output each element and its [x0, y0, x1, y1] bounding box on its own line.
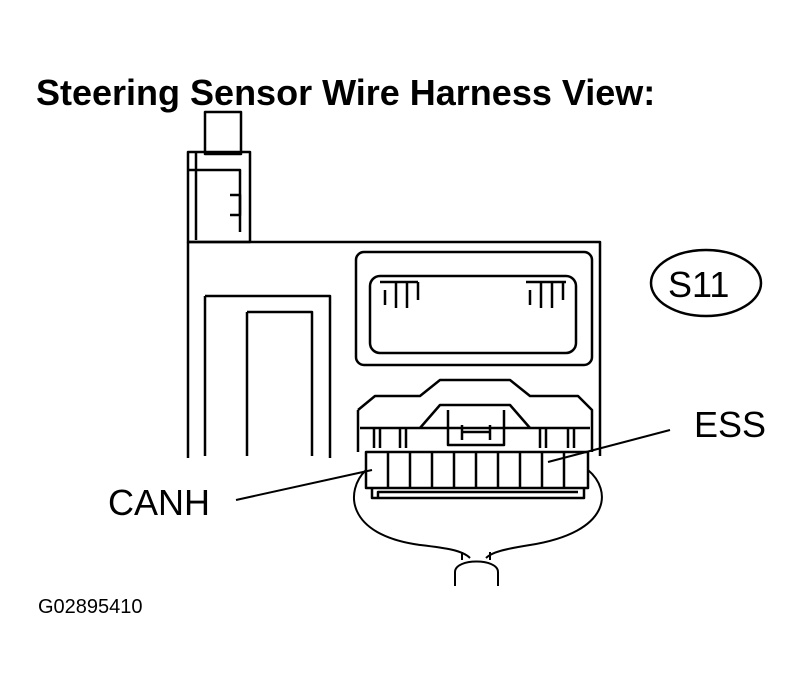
ess-label: ESS	[694, 404, 767, 445]
connector-id-label: S11	[668, 264, 730, 305]
canh-label: CANH	[108, 482, 211, 523]
ess-leader-line	[547, 429, 671, 463]
upper-latch-window	[354, 250, 594, 367]
connector-id-ellipse	[649, 248, 763, 318]
lower-connector	[356, 378, 594, 500]
canh-leader-line	[235, 469, 373, 501]
figure-code: G02895410	[38, 596, 143, 618]
top-plug	[186, 110, 252, 244]
wire-bundle	[353, 469, 603, 586]
sensor-housing	[186, 240, 602, 458]
diagram-title: Steering Sensor Wire Harness View:	[36, 72, 656, 113]
